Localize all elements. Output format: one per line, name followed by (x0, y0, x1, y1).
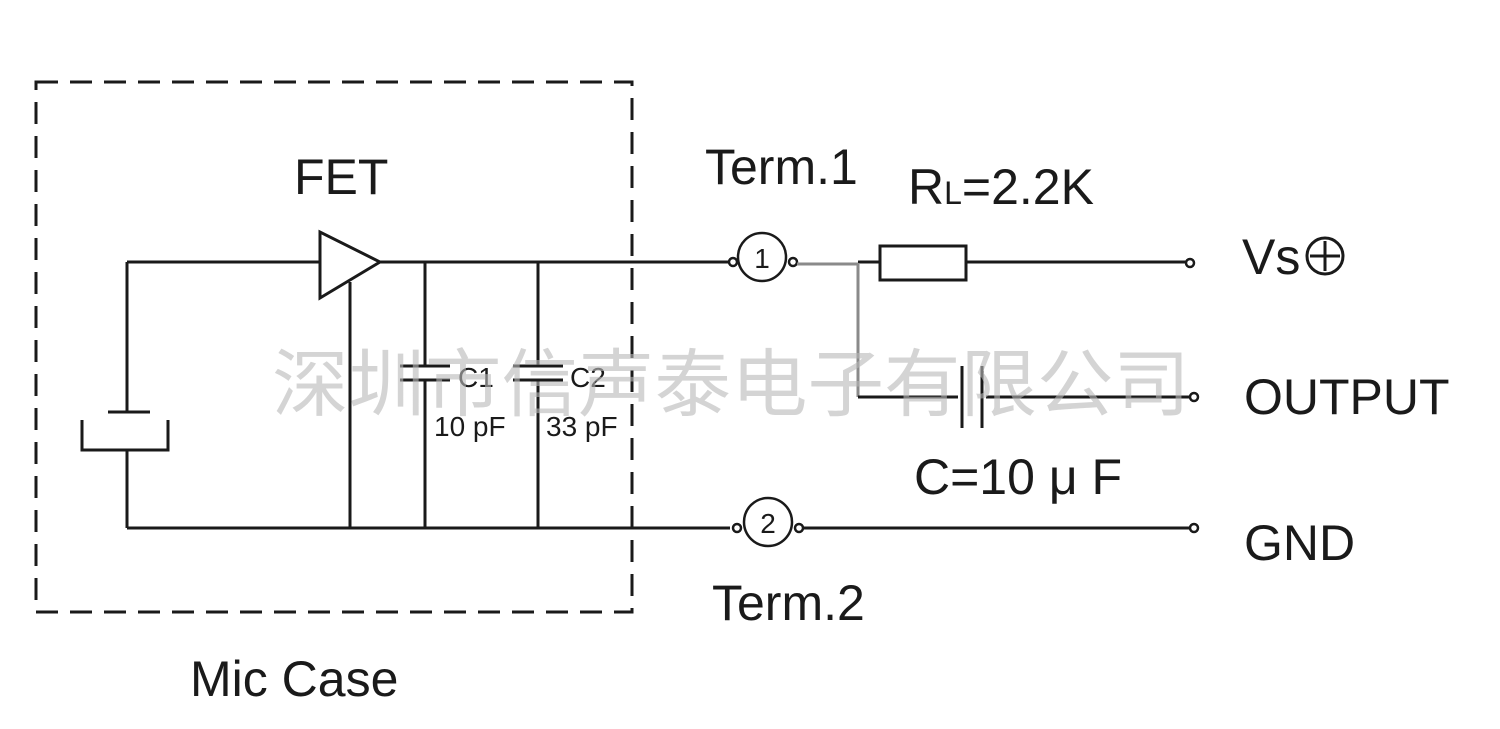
c1-value: 10 pF (434, 411, 506, 442)
c2-value: 33 pF (546, 411, 618, 442)
capacitor-c (960, 366, 984, 428)
mic-case-boundary (34, 80, 634, 614)
capacitor-c2 (513, 262, 563, 528)
vs-label: Vs (1242, 229, 1300, 285)
term1-label: Term.1 (705, 139, 858, 195)
amplifier-triangle-icon (318, 229, 384, 301)
watermark-text: 深圳市信声泰电子有限公司 (272, 342, 1190, 428)
mic-case-label: Mic Case (190, 651, 398, 707)
resistor-rl (878, 244, 968, 282)
terminal-2-circle (742, 496, 794, 548)
terminal-1-circle (736, 231, 788, 283)
c1-label: C1 (458, 362, 494, 393)
plus-circle-icon (1305, 236, 1345, 276)
output-label: OUTPUT (1244, 369, 1450, 425)
terminal-2-number: 2 (760, 508, 776, 539)
fet-label: FET (294, 149, 388, 205)
mic-capsule-icon (80, 262, 170, 528)
resistor-label: RL=2.2K (908, 159, 1094, 215)
gnd-label: GND (1244, 515, 1355, 571)
term2-label: Term.2 (712, 575, 865, 631)
capacitor-c1 (400, 262, 450, 528)
terminal-1-number: 1 (754, 243, 770, 274)
c2-label: C2 (570, 362, 606, 393)
capacitor-label: C=10 μ F (914, 449, 1122, 505)
